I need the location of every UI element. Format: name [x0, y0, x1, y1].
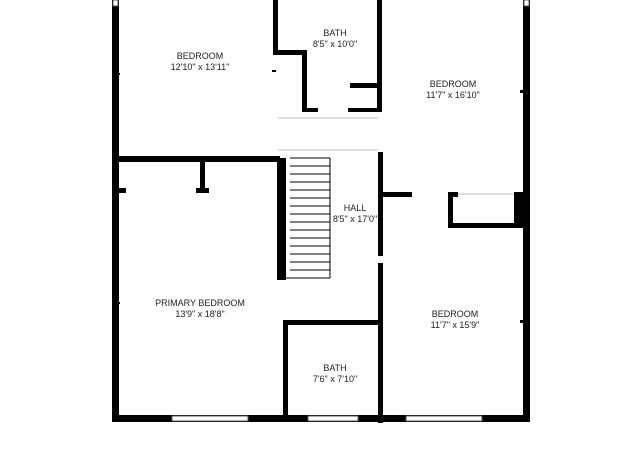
room-name: HALL — [343, 203, 367, 213]
bath-wall — [377, 0, 382, 112]
window — [307, 415, 359, 422]
bath-wall — [350, 83, 382, 88]
closet-wall — [448, 223, 528, 228]
room-name: BEDROOM — [431, 309, 479, 319]
bath-wall — [302, 108, 318, 112]
room-label-bedroom-top-right: BEDROOM 11'7" x 16'10" — [403, 79, 503, 101]
room-dimensions: 7'6" x 7'10" — [312, 374, 358, 384]
room-label-bath-bottom: BATH 7'6" x 7'10" — [295, 363, 375, 385]
interior-wall — [112, 156, 277, 162]
bath-wall — [283, 320, 288, 422]
door-stub — [118, 73, 120, 75]
window — [405, 415, 483, 422]
hall-wall — [378, 152, 383, 256]
interior-wall — [272, 156, 280, 160]
bath-wall — [273, 0, 278, 8]
room-name: BATH — [323, 28, 347, 38]
room-label-primary-bedroom: PRIMARY BEDROOM 13'9" x 18'8" — [140, 298, 260, 320]
stairs — [286, 157, 331, 279]
bath-wall — [273, 50, 307, 55]
closet-wall — [514, 192, 523, 228]
door-stub — [520, 320, 523, 323]
room-label-bedroom-top-left: BEDROOM 12'10" x 13'11" — [150, 51, 250, 73]
room-label-bath-top: BATH 8'5" x 10'0" — [295, 28, 375, 50]
room-dimensions: 13'9" x 18'8" — [175, 309, 225, 319]
closet-wall — [382, 192, 412, 197]
room-name: BEDROOM — [429, 79, 477, 89]
bath-wall — [273, 0, 278, 50]
room-dimensions: 11'7" x 15'9" — [430, 320, 480, 330]
window — [171, 415, 249, 422]
hall-wall — [378, 263, 383, 423]
room-dimensions: 8'5" x 10'0" — [312, 39, 358, 49]
room-label-bedroom-bottom-right: BEDROOM 11'7" x 15'9" — [405, 309, 505, 331]
bath-wall — [348, 108, 382, 112]
window — [523, 0, 530, 7]
door-stub — [520, 90, 523, 93]
room-label-hall: HALL 8'5" x 17'0" — [320, 203, 390, 225]
closet-wall — [200, 158, 205, 193]
room-name: BATH — [323, 363, 347, 373]
room-name: BEDROOM — [176, 51, 224, 61]
exterior-wall-right — [523, 0, 530, 422]
door-stub — [272, 70, 276, 72]
bath-wall — [302, 50, 307, 112]
bath-wall — [283, 320, 383, 325]
closet-wall — [196, 188, 209, 193]
closet-wall — [448, 192, 453, 227]
exterior-wall-left — [112, 0, 119, 422]
room-dimensions: 12'10" x 13'11" — [170, 62, 230, 72]
room-dimensions: 8'5" x 17'0" — [332, 214, 378, 224]
door-stub — [118, 302, 120, 304]
windows — [112, 0, 530, 422]
closet-wall — [118, 188, 126, 193]
room-name: PRIMARY BEDROOM — [155, 298, 245, 308]
stair-wall — [277, 158, 286, 280]
window — [112, 0, 119, 7]
room-dimensions: 11'7" x 16'10" — [426, 90, 480, 100]
closet-wall — [450, 192, 458, 197]
